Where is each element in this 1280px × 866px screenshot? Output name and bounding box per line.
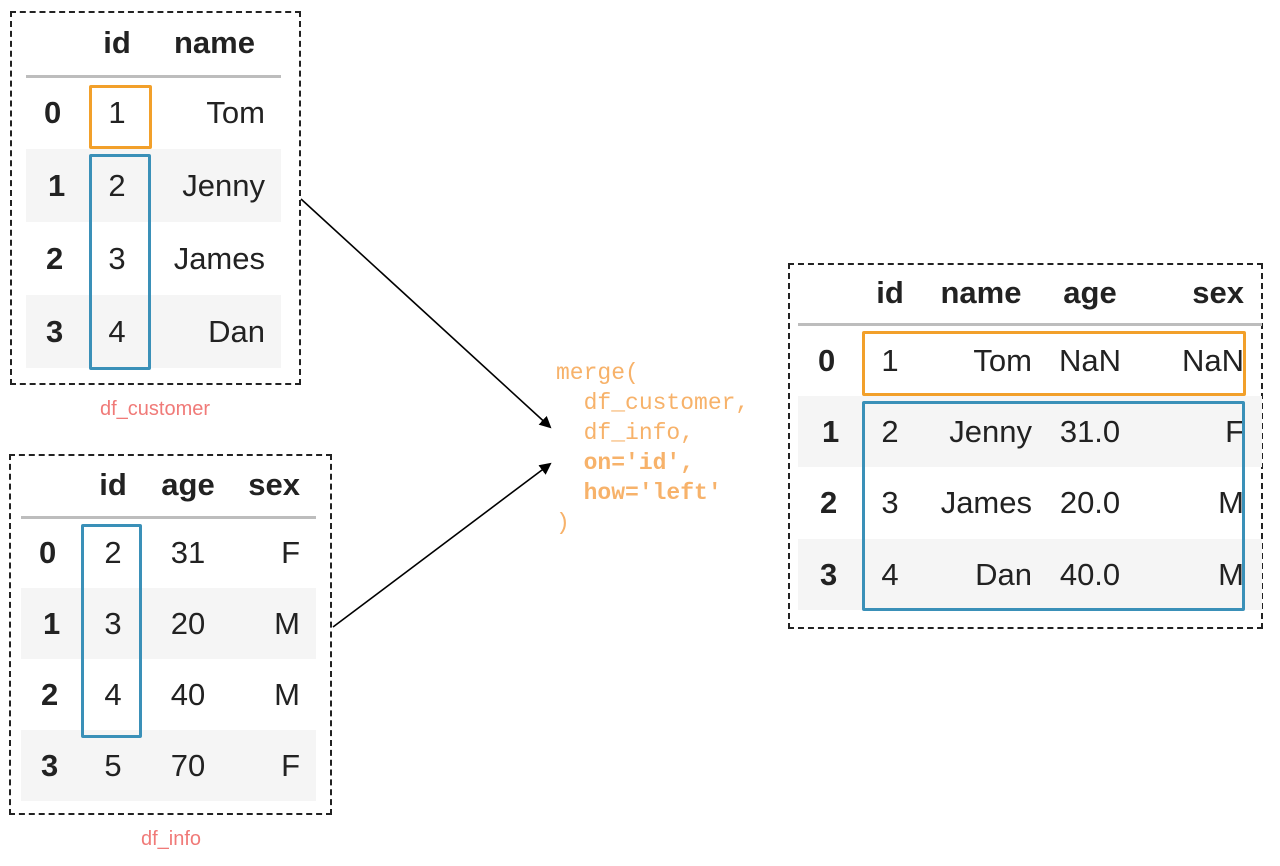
cell: James <box>940 485 1032 520</box>
cell: 31 <box>170 535 206 571</box>
cell: 2 <box>108 167 126 203</box>
column-header: age <box>161 467 215 503</box>
column-header: name <box>940 275 1022 311</box>
cell: 31.0 <box>1059 413 1121 449</box>
cell: 2 <box>104 535 122 571</box>
row-index: 0 <box>44 95 62 131</box>
code-line: df_customer, <box>556 390 750 416</box>
cell: M <box>274 605 300 641</box>
row-index: 3 <box>46 313 64 349</box>
cell: Tom <box>206 95 265 131</box>
cell: 3 <box>108 240 126 276</box>
cell: 4 <box>881 556 899 592</box>
row-index: 0 <box>818 342 836 378</box>
table-row: 3 4 Dan 40.0 M <box>798 539 1262 610</box>
cell: 5 <box>104 747 122 783</box>
column-header: id <box>876 275 904 311</box>
cell: 1 <box>108 95 126 131</box>
result-frame <box>788 263 1263 629</box>
column-header: age <box>1063 275 1117 311</box>
cell: 4 <box>108 313 126 349</box>
row-index: 1 <box>43 605 61 641</box>
cell: James <box>173 240 265 276</box>
code-line: merge( <box>556 360 639 386</box>
cell: 2 <box>881 413 899 449</box>
matched-keys-highlight <box>89 154 151 370</box>
cell: F <box>281 535 300 571</box>
row-index: 2 <box>820 485 838 520</box>
cell: 20.0 <box>1059 485 1121 520</box>
cell: Jenny <box>182 167 265 203</box>
code-line-on: on='id', <box>556 450 695 476</box>
arrow-customer-to-merge <box>300 198 552 429</box>
table-row: 0 1 Tom <box>26 76 281 149</box>
code-line-how: how='left' <box>556 480 722 506</box>
table-row: 3 4 Dan <box>26 295 281 368</box>
cell: 40 <box>170 676 206 712</box>
merge-code: merge( df_customer, df_info, on='id', ho… <box>556 358 749 538</box>
row-index: 1 <box>48 167 66 203</box>
column-header: name <box>174 25 255 61</box>
cell: M <box>274 676 300 712</box>
cell: F <box>281 747 300 783</box>
unmatched-row-highlight <box>862 331 1246 396</box>
table-row: 2 3 James <box>26 222 281 295</box>
row-index: 3 <box>820 556 838 592</box>
unmatched-key-highlight <box>89 85 152 149</box>
row-index: 1 <box>822 413 840 449</box>
matched-keys-highlight <box>81 524 142 738</box>
column-header: sex <box>1192 275 1244 311</box>
cell: 3 <box>881 485 899 520</box>
arrow-info-to-merge <box>332 462 552 628</box>
cell: 4 <box>104 676 122 712</box>
matched-rows-highlight <box>862 401 1245 611</box>
table-row: 1 2 Jenny 31.0 F <box>798 396 1262 467</box>
df-info-frame <box>9 454 332 815</box>
table-row: 3 5 70 F <box>21 730 316 801</box>
column-header: id <box>99 467 127 503</box>
code-line: df_info, <box>556 420 695 446</box>
cell: NaN <box>1058 342 1121 378</box>
column-header: sex <box>248 467 300 503</box>
cell: 3 <box>104 605 122 641</box>
column-header: id <box>103 25 131 61</box>
df-info-table: id age sex 0 2 31 F 1 3 20 M 2 4 40 M 3 … <box>21 455 316 801</box>
cell: Tom <box>973 342 1032 378</box>
cell: M <box>1218 485 1244 520</box>
cell: NaN <box>1181 342 1244 378</box>
cell: F <box>1225 413 1244 449</box>
cell: 1 <box>881 342 899 378</box>
df-customer-caption: df_customer <box>99 398 211 420</box>
table-row: 2 4 40 M <box>21 659 316 730</box>
table-row: 0 2 31 F <box>21 517 316 588</box>
row-index: 2 <box>41 676 59 712</box>
row-index: 2 <box>46 240 64 276</box>
df-info-caption: df_info <box>140 828 202 850</box>
cell: Jenny <box>949 413 1032 449</box>
df-customer-frame <box>10 11 301 385</box>
cell: Dan <box>208 313 265 349</box>
table-row: 0 1 Tom NaN NaN <box>798 324 1262 396</box>
table-row: 1 3 20 M <box>21 588 316 659</box>
code-line: ) <box>556 510 570 536</box>
cell: 20 <box>170 605 206 641</box>
table-row: 1 2 Jenny <box>26 149 281 222</box>
row-index: 0 <box>39 535 57 571</box>
row-index: 3 <box>41 747 59 783</box>
cell: M <box>1218 556 1244 592</box>
cell: Dan <box>975 556 1032 592</box>
table-row: 2 3 James 20.0 M <box>798 467 1262 539</box>
corner-cell <box>798 264 860 324</box>
cell: 70 <box>170 747 206 783</box>
cell: 40.0 <box>1059 556 1121 592</box>
df-customer-table: id name 0 1 Tom 1 2 Jenny 2 3 James 3 4 … <box>26 12 281 368</box>
result-table: id name age sex 0 1 Tom NaN NaN 1 2 Jenn… <box>798 264 1262 610</box>
